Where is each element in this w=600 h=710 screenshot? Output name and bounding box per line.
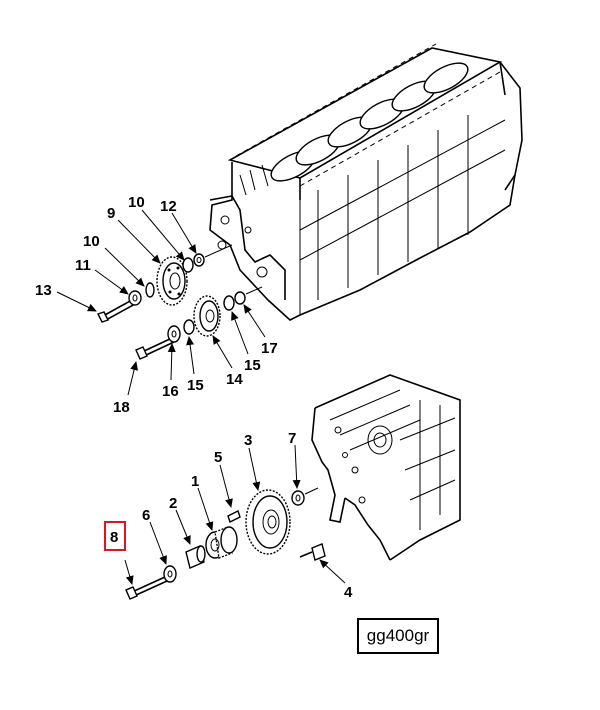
callout-8: 8 [110, 529, 118, 546]
callout-14: 14 [226, 371, 243, 388]
engine-block-top [209, 43, 523, 321]
washer-7 [291, 490, 305, 506]
washer-17 [234, 291, 246, 305]
lower-gear-assembly [125, 487, 326, 600]
engine-block-bottom [311, 374, 461, 561]
callout-6: 6 [142, 507, 150, 524]
spacer-15-left [183, 319, 195, 335]
callout-9: 9 [107, 205, 115, 222]
callout-7: 7 [288, 430, 296, 447]
bolt-8 [125, 576, 168, 600]
figure-reference-code: gg400gr [357, 618, 439, 654]
camshaft-gear-3 [245, 489, 291, 555]
spacer-10-lower [145, 282, 155, 298]
callout-16: 16 [162, 383, 179, 400]
callout-18: 18 [113, 399, 130, 416]
callout-1: 1 [191, 473, 199, 490]
idler-gear-14 [193, 295, 221, 337]
washer-11 [128, 290, 142, 306]
callout-5: 5 [214, 449, 222, 466]
callout-10-upper: 10 [128, 194, 145, 211]
callout-leaders [56, 209, 346, 585]
washer-6 [163, 565, 177, 583]
callout-13: 13 [35, 282, 52, 299]
bolt-4 [299, 543, 326, 561]
spacer-10-upper [182, 257, 194, 273]
callout-12: 12 [160, 198, 177, 215]
callout-10-lower: 10 [83, 233, 100, 250]
bushing-2 [185, 545, 206, 569]
callout-17: 17 [261, 340, 278, 357]
callout-4: 4 [344, 584, 353, 601]
washer-16 [167, 325, 181, 343]
bolt-13 [97, 299, 136, 323]
callout-labels: 13 11 10 9 10 12 18 16 15 14 15 17 8 6 2… [35, 194, 353, 601]
washer-12 [193, 253, 205, 267]
callout-2: 2 [169, 495, 177, 512]
callout-3: 3 [244, 432, 252, 449]
highlighted-callout-box [104, 521, 126, 551]
spacer-15-right [223, 295, 235, 311]
bolt-18 [135, 337, 175, 360]
dowel-pin-5 [227, 510, 241, 523]
upper-gear-assembly [97, 244, 263, 360]
callout-11: 11 [75, 257, 91, 274]
callout-15-left: 15 [187, 377, 204, 394]
callout-15-right: 15 [244, 357, 261, 374]
idler-gear-1 [205, 526, 238, 559]
idler-gear-9 [156, 256, 188, 306]
